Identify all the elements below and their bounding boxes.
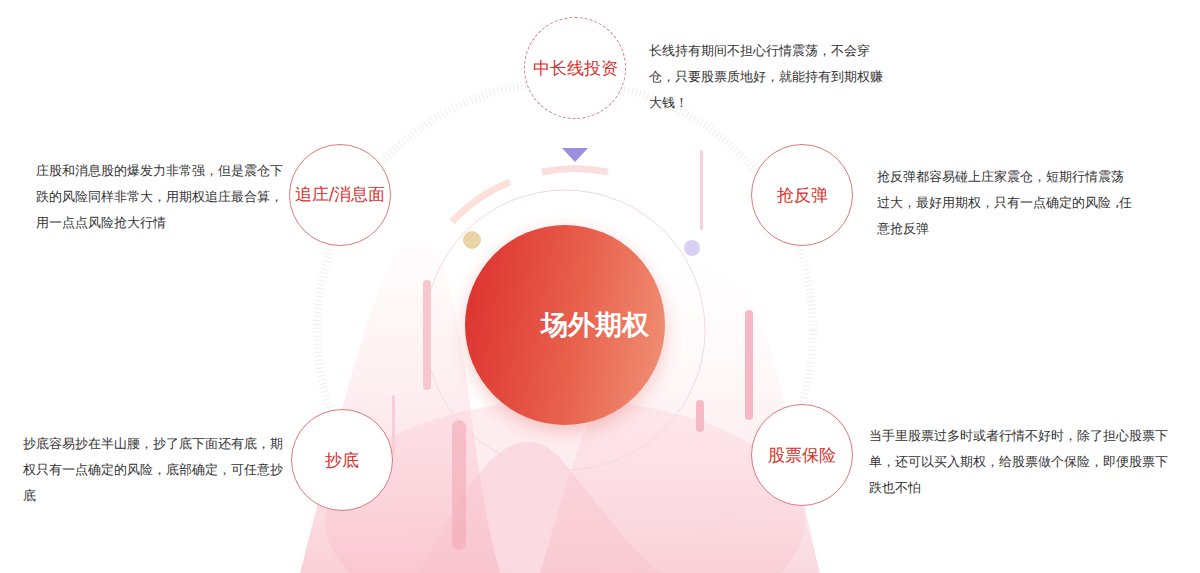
circle-label: 抢反弹 (777, 184, 828, 207)
topic-circle: 抢反弹抢反弹都容易碰上庄家震仓，短期行情震荡过大，最好用期权，只有一点确定的风险… (751, 144, 853, 246)
bar (700, 150, 703, 230)
bar (696, 400, 704, 432)
bar (745, 310, 753, 420)
description-text: 抄底容易抄在半山腰，抄了底下面还有底，期权只有一点确定的风险，底部确定，可任意抄… (23, 431, 285, 509)
circle-label: 追庄/消息面 (295, 183, 386, 206)
center-title: 场外期权 (541, 307, 649, 343)
circle-label: 抄底 (325, 449, 359, 472)
topic-circle: 股票保险当手里股票过多时或者行情不好时，除了担心股票下单，还可以买入期权，给股票… (751, 404, 853, 506)
bar (392, 395, 395, 455)
dot (684, 240, 700, 256)
description-text: 庄股和消息股的爆发力非常强，但是震仓下跌的风险同样非常大，用期权追庄最合算，用一… (36, 158, 286, 236)
bar (423, 280, 431, 390)
description-text: 长线持有期间不担心行情震荡，不会穿仓，只要股票质地好，就能持有到期权赚大钱！ (649, 38, 894, 116)
inner-ring (425, 190, 705, 470)
description-text: 抢反弹都容易碰上庄家震仓，短期行情震荡过大，最好用期权，只有一点确定的风险 ,任… (877, 164, 1135, 242)
bar (452, 420, 466, 550)
ring-arc (542, 169, 608, 172)
center-circle: 场外期权 (465, 225, 665, 425)
circle-label: 股票保险 (768, 444, 836, 467)
description-text: 当手里股票过多时或者行情不好时，除了担心股票下单，还可以买入期权，给股票做个保险… (869, 423, 1174, 501)
topic-circle: 中长线投资长线持有期间不担心行情震荡，不会穿仓，只要股票质地好，就能持有到期权赚… (524, 17, 626, 119)
topic-circle: 抄底抄底容易抄在半山腰，抄了底下面还有底，期权只有一点确定的风险，底部确定，可任… (291, 409, 393, 511)
topic-circle: 追庄/消息面庄股和消息股的爆发力非常强，但是震仓下跌的风险同样非常大，用期权追庄… (289, 144, 392, 247)
pointer-triangle (562, 148, 588, 162)
dot (463, 231, 481, 249)
circle-label: 中长线投资 (533, 57, 618, 80)
ring-arc (452, 182, 510, 222)
